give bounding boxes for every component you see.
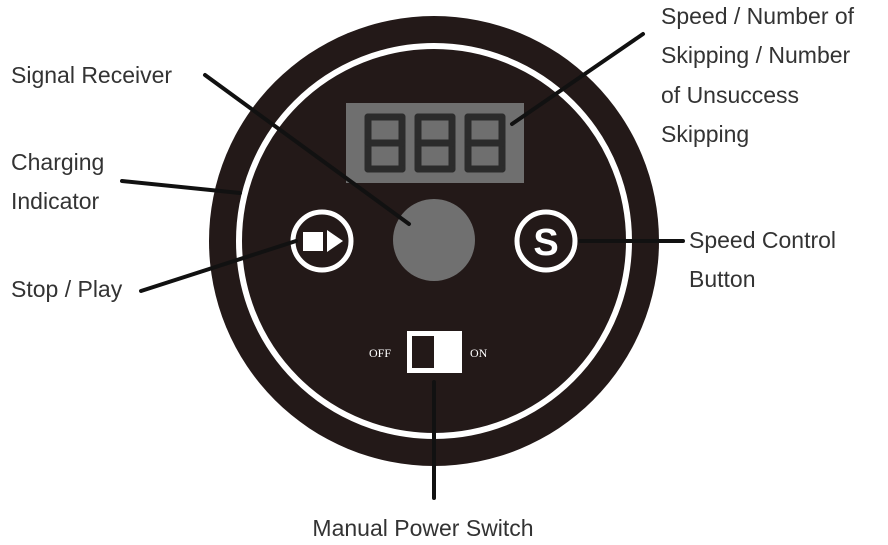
leader-charging-indicator — [120, 179, 242, 195]
display-label-line-2: Skipping / Number — [661, 42, 851, 68]
lcd-digit — [364, 113, 406, 173]
lcd-display — [346, 103, 524, 183]
lcd-digits — [364, 113, 506, 173]
stop-play-button[interactable] — [290, 209, 354, 273]
speed-control-label: Speed Control Button — [689, 227, 842, 292]
display-label: Speed / Number of Skipping / Number of U… — [661, 3, 860, 147]
charging-indicator-label-line-1: Charging — [11, 149, 104, 175]
signal-receiver-label: Signal Receiver — [11, 62, 172, 88]
switch-on-label: ON — [470, 346, 488, 360]
signal-receiver — [393, 199, 475, 281]
display-label-line-3: of Unsuccess — [661, 82, 799, 108]
power-switch-knob — [412, 336, 434, 368]
leader-display — [510, 32, 645, 126]
charging-indicator-label-line-2: Indicator — [11, 188, 100, 214]
power-switch-label: Manual Power Switch — [312, 515, 533, 541]
speed-control-button[interactable]: S — [514, 209, 578, 273]
display-label-line-4: Skipping — [661, 121, 749, 147]
leader-signal-receiver — [203, 73, 411, 226]
display-label-line-1: Speed / Number of — [661, 3, 855, 29]
stop-play-label: Stop / Play — [11, 276, 123, 302]
speed-control-label-line-2: Button — [689, 266, 756, 292]
speed-control-label-line-1: Speed Control — [689, 227, 836, 253]
charging-indicator-label: Charging Indicator — [11, 149, 111, 214]
lcd-digit — [414, 113, 456, 173]
speed-s-icon: S — [533, 222, 558, 264]
switch-off-label: OFF — [369, 346, 391, 360]
lcd-digit — [464, 113, 506, 173]
play-stop-icon — [303, 230, 343, 252]
power-switch[interactable] — [407, 331, 462, 373]
leader-stop-play — [139, 239, 298, 293]
